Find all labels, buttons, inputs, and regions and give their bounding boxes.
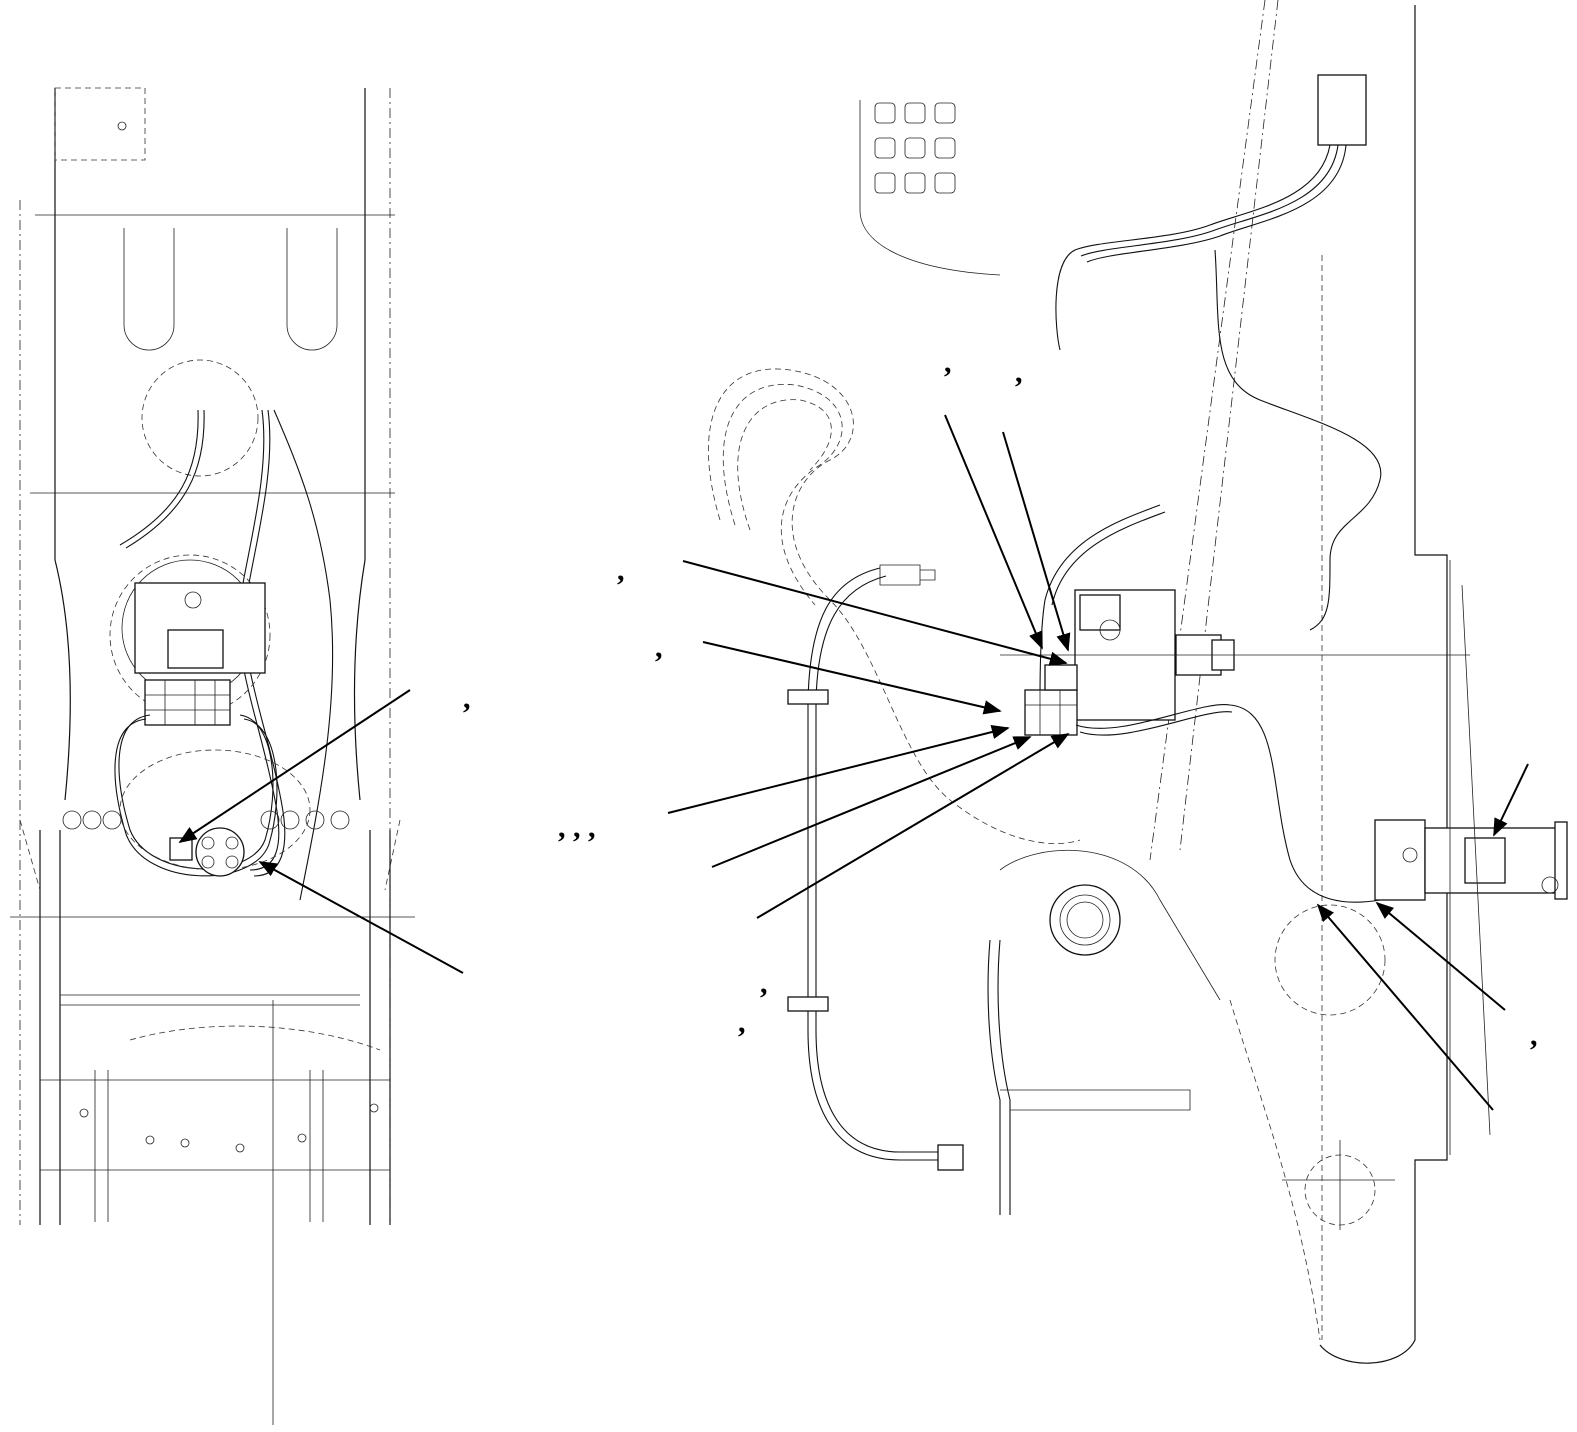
rotary-valve — [169, 827, 245, 877]
leader-line — [667, 724, 1010, 814]
callout-label: , — [760, 967, 768, 1000]
leader-line — [178, 689, 411, 843]
leader-lines — [178, 414, 1529, 1111]
callout-label: , — [1530, 1019, 1538, 1052]
leader-line — [258, 861, 464, 974]
leader-line — [1493, 763, 1529, 837]
leader-line — [756, 733, 1070, 919]
callout-label: , — [463, 682, 471, 715]
callout-label: , , , — [558, 811, 596, 844]
callout-labels: , , , , , , , , , , , — [463, 346, 1538, 1052]
cylinder-assembly — [1374, 819, 1568, 901]
leader-line — [682, 560, 1068, 666]
callout-label: , — [738, 1006, 746, 1039]
right-view — [708, 0, 1568, 1364]
callout-label: , — [617, 554, 625, 587]
callout-label: , — [655, 631, 663, 664]
left-view — [10, 87, 415, 1425]
leader-line — [711, 736, 1032, 868]
leader-line — [702, 641, 1002, 715]
leader-line — [1375, 901, 1506, 1011]
leader-line — [944, 414, 1043, 650]
leader-line — [1002, 431, 1071, 652]
leader-line — [1316, 903, 1494, 1111]
callout-label: , — [944, 346, 952, 379]
callout-label: , — [1015, 356, 1023, 389]
